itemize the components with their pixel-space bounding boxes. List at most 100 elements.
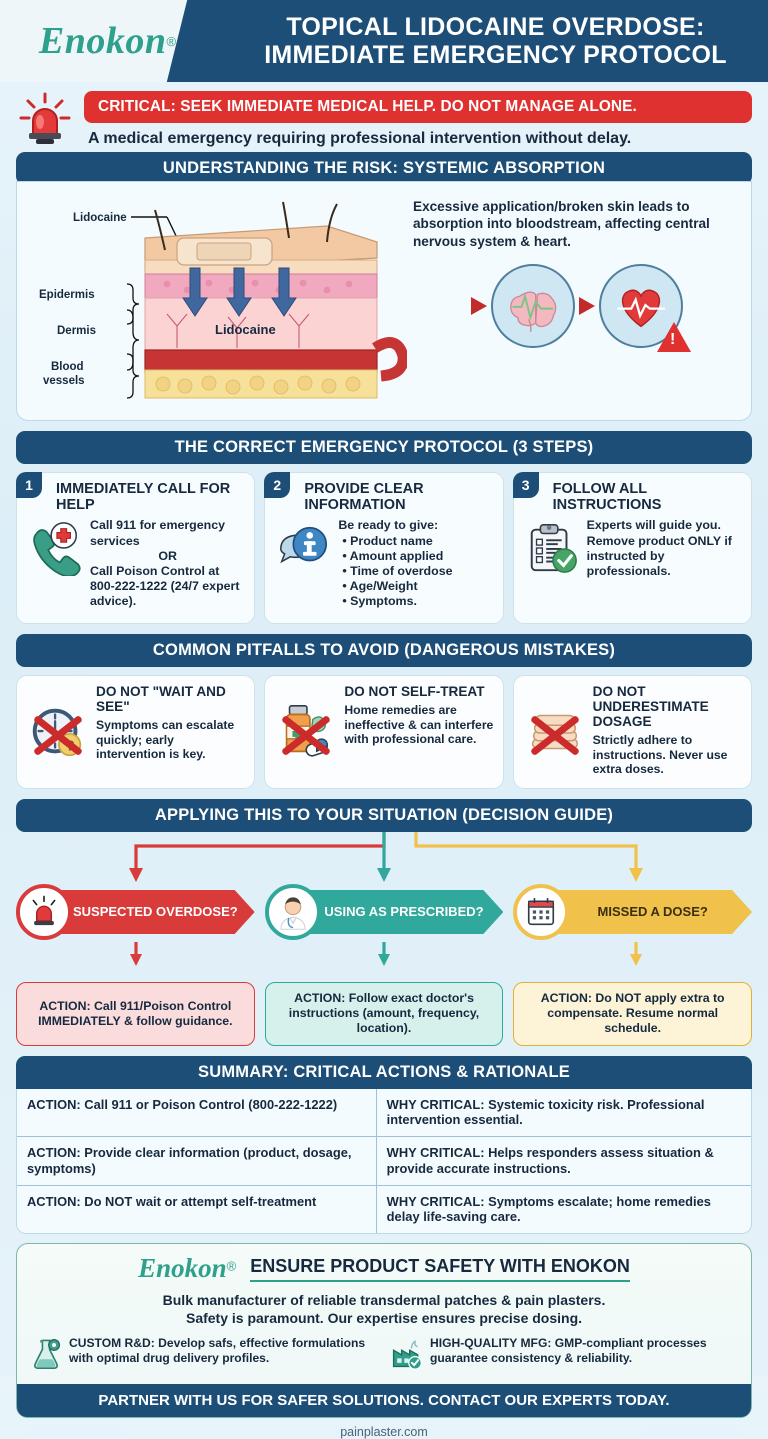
summary-why-1: WHY CRITICAL: Systemic toxicity risk. Pr…: [386, 1096, 705, 1128]
registered-mark-icon-2: ®: [226, 1258, 237, 1274]
info-speech-bubble-icon: [274, 518, 332, 609]
summary-why-2: WHY CRITICAL: Helps responders assess si…: [386, 1145, 714, 1176]
brand-sub-line-2: Safety is paramount. Our expertise ensur…: [185, 1310, 583, 1327]
list-item: Symptoms.: [342, 594, 493, 609]
factory-check-icon: [390, 1336, 424, 1375]
step-1-or: OR: [158, 548, 177, 563]
action-suspected-overdose: ACTION: Call 911/Poison Control IMMEDIAT…: [16, 982, 255, 1046]
branch-1-label: SUSPECTED OVERDOSE?: [72, 903, 238, 919]
branch-suspected-overdose[interactable]: SUSPECTED OVERDOSE?: [16, 884, 255, 940]
cross-out-icon: [25, 685, 91, 779]
pitfall-underestimate-dosage: DO NOT UNDERESTIMATE DOSAGE Strictly adh…: [512, 675, 752, 789]
step-2-title: PROVIDE CLEAR INFORMATION: [304, 481, 424, 514]
pitfall-wait-and-see: ? DO NOT "WAIT AND SEE" Symptoms can esc…: [16, 675, 256, 789]
summary-section-banner: SUMMARY: CRITICAL ACTIONS & RATIONALE: [16, 1055, 752, 1089]
step-1-title: IMMEDIATELY CALL FOR HELP: [56, 481, 231, 514]
calendar-icon: [513, 884, 570, 940]
pitfall-3-title: DO NOT UNDERESTIMATE DOSAGE: [592, 684, 709, 729]
branch-2-label: USING AS PRESCRIBED?: [324, 903, 484, 919]
emergency-siren-icon: [16, 90, 74, 148]
flask-gear-icon: [29, 1336, 63, 1375]
summary-action-3: ACTION: Do NOT wait or attempt self-trea…: [17, 1185, 377, 1234]
siren-icon: [16, 884, 72, 940]
title-line-2: IMMEDIATE EMERGENCY PROTOCOL: [264, 41, 727, 69]
summary-why-3: WHY CRITICAL: Symptoms escalate; home re…: [386, 1193, 711, 1225]
pitfall-1-desc: Symptoms can escalate quickly; early int…: [96, 717, 235, 762]
protocol-step-1: 1 IMMEDIATELY CALL FOR HELP Call 911 for…: [16, 472, 256, 624]
page-title: TOPICAL LIDOCAINE OVERDOSE: IMMEDIATE EM…: [215, 0, 768, 82]
critical-alert: CRITICAL: SEEK IMMEDIATE MEDICAL HELP. D…: [0, 82, 768, 152]
step-1-line-3: Call Poison Control at 800-222-1222 (24/…: [90, 563, 240, 609]
list-item: Age/Weight: [342, 579, 493, 594]
brand-logo-text: Enokon: [38, 20, 167, 62]
table-row: ACTION: Call 911 or Poison Control (800-…: [17, 1088, 751, 1138]
table-row: ACTION: Provide clear information (produ…: [17, 1137, 751, 1186]
svg-text:Dermis: Dermis: [57, 325, 96, 337]
decision-guide: SUSPECTED OVERDOSE?: [16, 832, 752, 982]
pitfall-2-title: DO NOT SELF-TREAT: [344, 684, 485, 699]
cross-out-icon-3: [522, 685, 588, 779]
summary-table: ACTION: Call 911 or Poison Control (800-…: [16, 1088, 752, 1235]
brand-footer-logo-text: Enokon: [138, 1253, 227, 1284]
branch-using-as-prescribed[interactable]: USING AS PRESCRIBED?: [264, 884, 504, 940]
risk-panel: Lidocaine Epidermis Dermis Blood vessels: [16, 181, 752, 421]
decision-section-banner: APPLYING THIS TO YOUR SITUATION (DECISIO…: [16, 799, 752, 832]
protocol-section-banner: THE CORRECT EMERGENCY PROTOCOL (3 STEPS): [16, 431, 752, 464]
protocol-steps: 1 IMMEDIATELY CALL FOR HELP Call 911 for…: [16, 472, 752, 624]
cta-banner[interactable]: PARTNER WITH US FOR SAFER SOLUTIONS. CON…: [17, 1384, 751, 1418]
protocol-step-2: 2 PROVIDE CLEAR INFORMATION Be ready to …: [264, 472, 504, 624]
step-2-intro: Be ready to give:: [338, 518, 439, 533]
clock-question-icon: ?: [25, 685, 91, 779]
list-item: Time of overdose: [342, 564, 493, 579]
step-2-body: Be ready to give: Product name Amount ap…: [338, 518, 493, 609]
feature-2-text: HIGH-QUALITY MFG: GMP-compliant processe…: [430, 1336, 707, 1365]
decision-actions: ACTION: Call 911/Poison Control IMMEDIAT…: [16, 982, 753, 1046]
heart-icon: [599, 264, 691, 353]
branch-3-label: MISSED A DOSE?: [597, 903, 708, 919]
brand-footer: Enokon® ENSURE PRODUCT SAFETY WITH ENOKO…: [16, 1243, 752, 1419]
pitfalls-section-banner: COMMON PITFALLS TO AVOID (DANGEROUS MIST…: [16, 634, 752, 667]
step-1-line-1: Call 911 for emergency services: [90, 518, 225, 548]
summary-action-2: ACTION: Provide clear information (produ…: [17, 1137, 377, 1185]
protocol-step-3: 3 FOLLOW ALL INSTRUCTIONS: [512, 472, 752, 624]
list-item: Product name: [342, 534, 493, 549]
step-2-bullets: Product name Amount applied Time of over…: [342, 534, 493, 610]
brand-footer-logo: Enokon®: [138, 1253, 236, 1284]
action-using-as-prescribed: ACTION: Follow exact doctor's instructio…: [264, 982, 504, 1046]
page-header: Enokon® TOPICAL LIDOCAINE OVERDOSE: IMME…: [0, 0, 768, 82]
feature-1-text: CUSTOM R&D: Develop safs, effective form…: [69, 1336, 366, 1365]
step-3-title: FOLLOW ALL INSTRUCTIONS: [552, 481, 662, 514]
infographic-page: Enokon® TOPICAL LIDOCAINE OVERDOSE: IMME…: [0, 0, 768, 1376]
step-1-body: Call 911 for emergency services OR Call …: [90, 518, 245, 609]
pitfall-self-treat: DO NOT SELF-TREAT Home remedies are inef…: [264, 675, 504, 789]
pitfall-1-title: DO NOT "WAIT AND SEE": [96, 684, 226, 714]
svg-text:Epidermis: Epidermis: [39, 289, 95, 301]
decision-branches: SUSPECTED OVERDOSE?: [16, 884, 752, 940]
title-line-1: TOPICAL LIDOCAINE OVERDOSE:: [286, 13, 705, 41]
action-missed-a-dose: ACTION: Do NOT apply extra to compensate…: [513, 982, 753, 1046]
brain-icon: [491, 264, 575, 349]
step-number-1: 1: [16, 472, 42, 498]
clipboard-check-icon: [523, 518, 581, 579]
doctor-icon: [264, 884, 321, 940]
branch-missed-a-dose[interactable]: MISSED A DOSE?: [513, 884, 752, 940]
svg-text:Lidocaine: Lidocaine: [73, 212, 127, 224]
svg-text:Lidocaine: Lidocaine: [215, 322, 276, 337]
risk-section-banner: UNDERSTANDING THE RISK: SYSTEMIC ABSORPT…: [16, 152, 752, 185]
medicine-bottle-icon: [273, 685, 339, 779]
skin-absorption-diagram: Lidocaine Epidermis Dermis Blood vessels: [27, 198, 409, 408]
registered-mark-icon: ®: [166, 33, 177, 49]
warning-triangle-icon: [657, 322, 691, 353]
list-item: Amount applied: [342, 549, 493, 564]
website-url[interactable]: painplaster.com: [340, 1425, 428, 1439]
critical-alert-subtitle: A medical emergency requiring profession…: [88, 129, 632, 147]
cross-out-icon-2: [273, 685, 339, 779]
step-number-2: 2: [264, 472, 291, 498]
pitfall-3-desc: Strictly adhere to instructions. Never u…: [592, 732, 728, 777]
svg-text:Blood: Blood: [51, 361, 84, 373]
organ-impact-group: [413, 264, 741, 353]
risk-description: Excessive application/broken skin leads …: [413, 199, 710, 249]
step-number-3: 3: [512, 472, 539, 498]
patch-stack-icon: [522, 685, 588, 779]
phone-emergency-icon: [26, 518, 84, 609]
